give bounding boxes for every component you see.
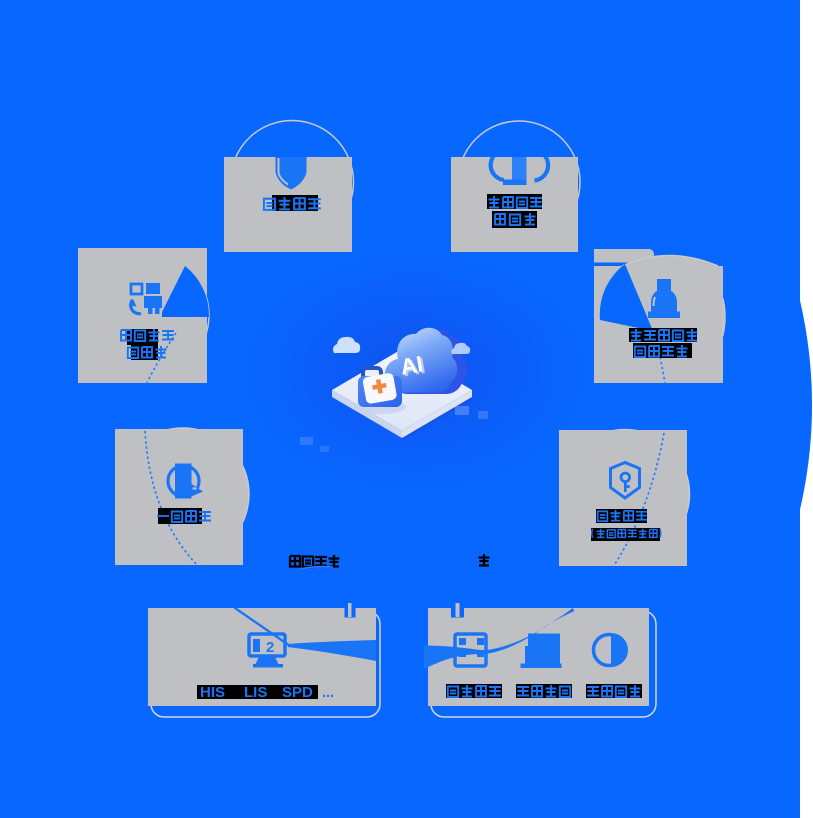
svg-text:AI: AI [398,351,424,380]
svg-text:SPD: SPD [282,684,313,701]
svg-text:2: 2 [266,639,274,656]
svg-text:LIS: LIS [244,684,267,701]
svg-text:HIS: HIS [200,684,225,701]
svg-text:AI: AI [401,353,427,382]
svg-text:...: ... [322,685,334,701]
